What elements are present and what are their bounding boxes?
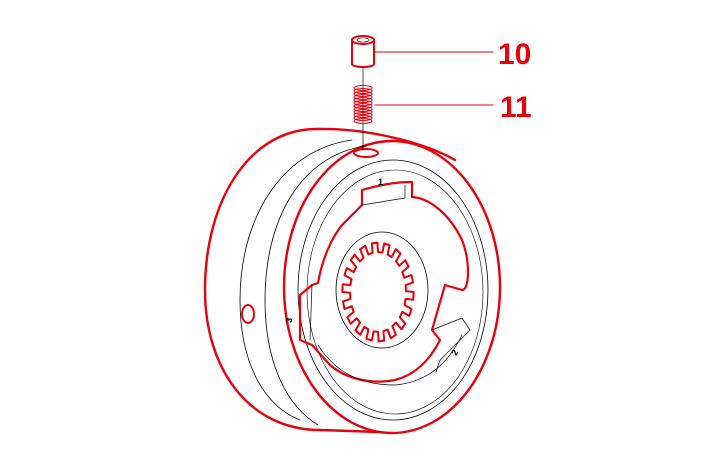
spring-coil xyxy=(353,85,373,91)
spring-part-11 xyxy=(353,85,373,124)
selector-tab-2 xyxy=(431,317,471,373)
selector-plate xyxy=(298,180,470,383)
spring-coil xyxy=(353,109,373,115)
spring-coil xyxy=(353,115,373,121)
splined-bore xyxy=(341,241,415,343)
spring-coil xyxy=(353,91,373,97)
side-hole xyxy=(241,304,255,324)
spring-coil xyxy=(353,100,373,106)
selector-tab-3 xyxy=(309,284,313,341)
front-inner-ring xyxy=(297,159,489,421)
selector-tab-1 xyxy=(361,184,406,206)
housing-side-line xyxy=(239,139,353,421)
front-inner-ring-2 xyxy=(306,169,484,415)
hub-ring xyxy=(335,231,429,349)
spring-coil xyxy=(353,103,373,109)
callout-11: 11 xyxy=(500,91,532,124)
sleeve-part-10 xyxy=(351,35,375,68)
housing-outer-outline xyxy=(203,127,382,434)
spring-bore xyxy=(353,148,379,158)
callout-10: 10 xyxy=(498,38,531,71)
spring-coil xyxy=(353,88,373,94)
spring-coil xyxy=(353,112,373,118)
position-mark-2: 2 xyxy=(449,348,460,357)
position-mark-3: 3 xyxy=(284,317,295,324)
housing-side-line xyxy=(264,145,366,426)
selector-lower-arc xyxy=(317,334,463,386)
housing-front-face xyxy=(282,139,502,435)
spring-coil xyxy=(353,97,373,103)
spring-coil xyxy=(353,118,373,124)
position-mark-1: 1 xyxy=(378,177,383,187)
spring-coil xyxy=(353,106,373,112)
spring-coil xyxy=(353,94,373,100)
housing-top-edge xyxy=(316,127,457,162)
